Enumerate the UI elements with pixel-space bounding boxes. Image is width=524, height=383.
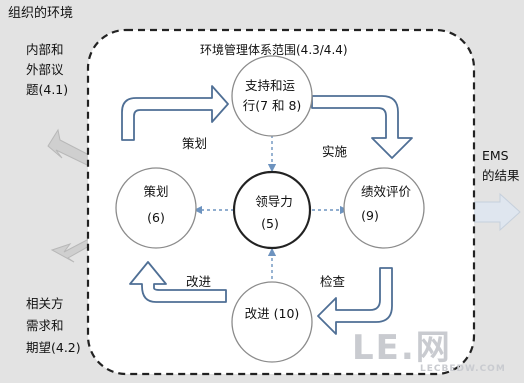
node-planning-circle <box>115 167 197 249</box>
node-improvement-circle <box>231 281 313 363</box>
pdca-arrows <box>121 85 413 335</box>
watermark-url: LECBEDW.COM <box>420 364 506 374</box>
arrow-label-act: 改进 <box>186 274 212 289</box>
scope-title: 环境管理体系范围(4.3/4.4) <box>200 43 348 57</box>
node-planning-label-2: (6) <box>147 210 165 225</box>
input-parties-line3: 期望(4.2) <box>26 340 81 355</box>
check-arrow <box>317 267 393 335</box>
node-support-circle <box>231 55 313 137</box>
act-arrow <box>129 261 227 303</box>
input-internal-line2: 外部议 <box>26 62 64 77</box>
node-support-label-2: 行(7 和 8) <box>242 98 302 113</box>
input-internal-line3: 题(4.1) <box>26 82 69 97</box>
plan-arrow <box>121 85 229 141</box>
node-leadership-label-1: 领导力 <box>255 194 293 209</box>
node-evaluation-label-2: (9) <box>361 208 379 223</box>
arrow-label-plan: 策划 <box>182 136 208 151</box>
arrow-label-do: 实施 <box>322 144 348 159</box>
do-arrow <box>311 95 413 159</box>
watermark-logo: LE.网 <box>352 328 452 368</box>
node-improvement-label: 改进 (10) <box>244 306 300 321</box>
output-line2: 的结果 <box>482 168 520 183</box>
node-leadership-label-2: (5) <box>261 216 279 231</box>
input-internal-line1: 内部和 <box>26 42 64 57</box>
arrow-label-check: 检查 <box>320 274 346 289</box>
output-line1: EMS <box>482 148 509 163</box>
node-planning-label-1: 策划 <box>143 184 169 199</box>
node-leadership-circle <box>232 170 312 250</box>
page-title: 组织的环境 <box>8 6 74 21</box>
node-support-label-1: 支持和运 <box>244 78 296 93</box>
input-parties-line1: 相关方 <box>26 296 64 311</box>
node-evaluation-circle <box>343 167 425 249</box>
input-parties-line2: 需求和 <box>26 318 64 333</box>
node-evaluation-label-1: 绩效评价 <box>360 184 412 199</box>
